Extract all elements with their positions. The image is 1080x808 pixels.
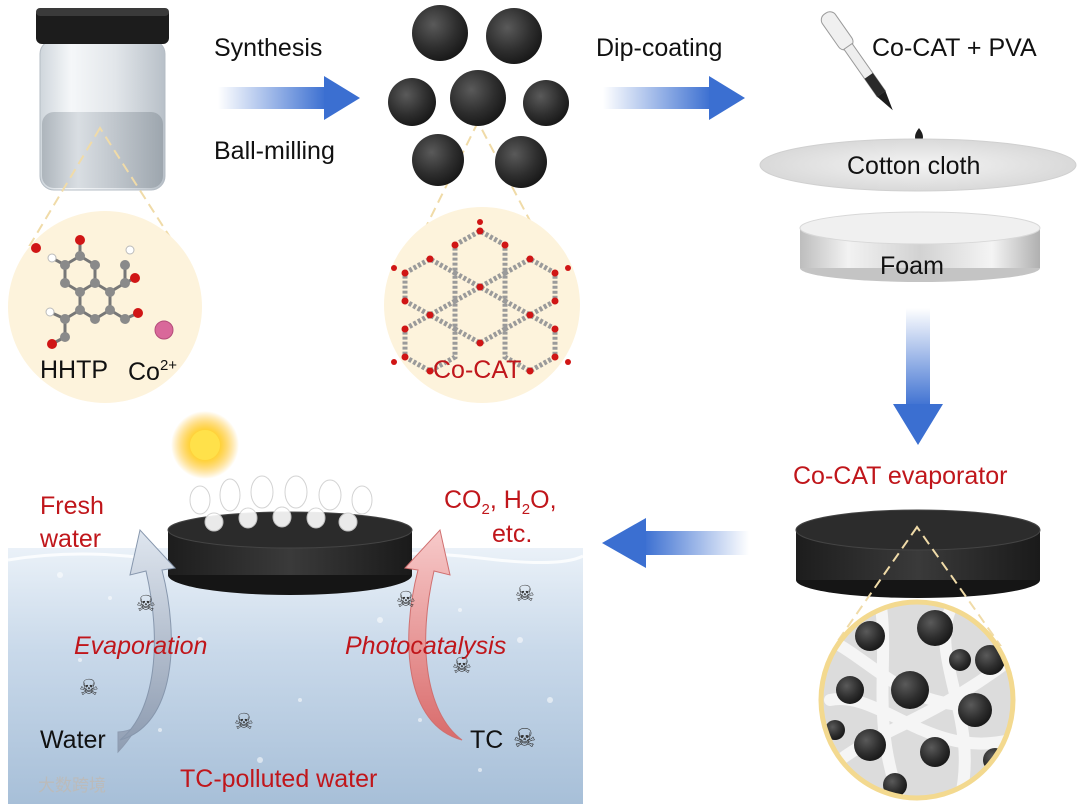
- vertical-arrow: [893, 308, 943, 445]
- watermark: 大数跨境: [38, 776, 106, 796]
- co-ion-sphere: [154, 320, 174, 340]
- foam-label: Foam: [880, 252, 944, 280]
- dropper-icon: [820, 11, 923, 144]
- synthesis-arrow: [218, 76, 360, 120]
- hhtp-atoms: [31, 235, 143, 349]
- hhtp-label: HHTP: [40, 356, 109, 384]
- co2-h2o-label: CO2, H2O,: [444, 486, 557, 518]
- evaporation-arrow: [117, 528, 177, 754]
- sun-icon: [171, 411, 239, 479]
- floating-evaporator: [167, 511, 413, 595]
- photocatalysis-label: Photocatalysis: [345, 632, 507, 660]
- skull-icon: ☠: [513, 724, 537, 754]
- tc-polluted-water-label: TC-polluted water: [180, 765, 378, 793]
- synthesis-label: Synthesis: [214, 34, 323, 62]
- ball-milling-label: Ball-milling: [214, 137, 335, 165]
- co-cat-evaporator-label: Co-CAT evaporator: [793, 462, 1008, 490]
- skull-icon: ☠: [234, 710, 254, 735]
- skull-icon: ☠: [515, 582, 535, 607]
- etc-label: etc.: [492, 520, 533, 548]
- co-cat-label: Co-CAT: [433, 356, 522, 384]
- return-arrow: [602, 518, 749, 568]
- photocatalysis-arrow: [403, 528, 463, 741]
- water-label: Water: [40, 726, 106, 754]
- fresh-water-label: Fresh water: [40, 492, 104, 553]
- cotton-cloth-disc: [759, 138, 1077, 192]
- cotton-cloth-label: Cotton cloth: [847, 152, 981, 180]
- skull-icon: ☠: [452, 654, 472, 679]
- dip-coating-arrow: [603, 76, 745, 120]
- skull-icon: ☠: [396, 588, 416, 613]
- co-cat-particles: [388, 5, 569, 188]
- steam-icon: [189, 475, 373, 532]
- precursor-jar: [36, 8, 169, 191]
- skull-icon: ☠: [136, 592, 156, 617]
- co-cat-evaporator-disc: [795, 509, 1041, 598]
- co-cat-pva-label: Co-CAT + PVA: [872, 34, 1037, 62]
- co-ion-label: Co2+: [128, 357, 178, 386]
- tc-label: TC: [470, 726, 504, 754]
- skull-icon: ☠: [79, 676, 99, 701]
- co-cat-nodes: [391, 219, 571, 375]
- evaporation-label: Evaporation: [74, 632, 208, 660]
- foam-disc: [799, 211, 1041, 282]
- dip-coating-label: Dip-coating: [596, 34, 723, 62]
- evaporator-zoom-view: [818, 599, 1016, 801]
